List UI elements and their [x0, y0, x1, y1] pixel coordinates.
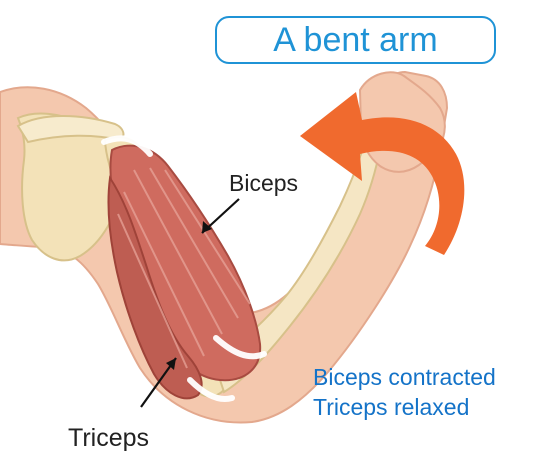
diagram-title: A bent arm	[215, 16, 496, 64]
triceps-label: Triceps	[68, 425, 149, 451]
biceps-label: Biceps	[229, 170, 298, 196]
biceps-state: Biceps contracted	[313, 362, 496, 392]
triceps-state: Triceps relaxed	[313, 392, 496, 422]
muscle-state-text: Biceps contracted Triceps relaxed	[313, 362, 496, 422]
